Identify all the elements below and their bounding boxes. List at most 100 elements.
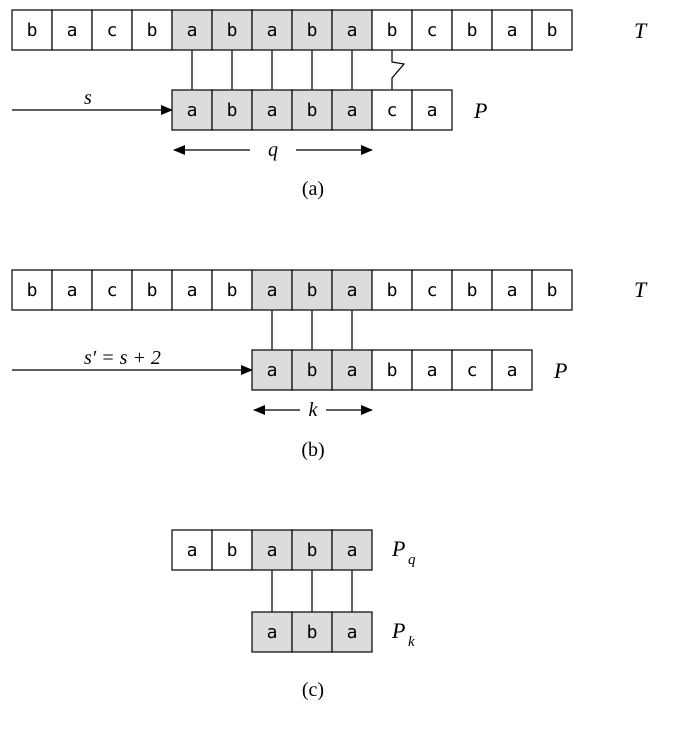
char-value: a [187,20,198,41]
span-label: q [268,139,278,161]
char-cell: a [411,349,453,391]
char-cell: a [171,529,213,571]
char-value: a [427,100,438,121]
char-value: a [267,20,278,41]
char-value: a [347,540,358,561]
pk-subscript: k [408,634,415,650]
text-label: T [634,18,648,43]
char-cell: b [211,9,253,51]
char-cell: a [171,269,213,311]
mismatch-squiggle [391,50,406,90]
char-cell: b [291,269,333,311]
char-value: b [227,280,238,301]
char-cell: c [411,269,453,311]
char-cell: a [331,349,373,391]
char-cell: a [251,529,293,571]
char-value: b [387,280,398,301]
pattern-label: P [553,358,567,383]
char-cell: b [291,89,333,131]
char-value: b [27,20,38,41]
pq-label: P [391,536,405,561]
char-cell: b [291,9,333,51]
char-value: a [187,540,198,561]
char-cell: a [331,611,373,653]
char-value: b [307,280,318,301]
char-value: a [187,100,198,121]
char-cell: b [131,269,173,311]
char-value: b [547,20,558,41]
char-value: a [267,280,278,301]
caption: (a) [302,178,324,200]
char-value: a [347,20,358,41]
char-cell: a [491,269,533,311]
char-cell: b [451,9,493,51]
char-cell: c [411,9,453,51]
char-cell: b [371,9,413,51]
char-cell: b [131,9,173,51]
char-cell: a [411,89,453,131]
char-value: c [467,360,478,381]
char-value: b [387,20,398,41]
char-value: c [427,20,438,41]
char-cell: a [51,9,93,51]
char-value: b [387,360,398,381]
pq-subscript: q [408,552,416,568]
char-cell: c [451,349,493,391]
char-cell: a [251,269,293,311]
caption: (b) [301,439,324,461]
char-cell: b [451,269,493,311]
char-cell: b [371,349,413,391]
char-cell: a [251,349,293,391]
char-cell: a [251,611,293,653]
char-cell: a [51,269,93,311]
char-value: a [347,280,358,301]
char-cell: b [531,9,573,51]
char-cell: b [211,269,253,311]
char-value: a [507,20,518,41]
char-value: b [307,540,318,561]
char-value: a [507,360,518,381]
char-value: a [267,100,278,121]
char-value: b [307,100,318,121]
char-value: a [427,360,438,381]
char-value: b [467,20,478,41]
char-cell: a [171,89,213,131]
char-value: a [187,280,198,301]
match-connectors [271,570,353,612]
char-value: a [347,622,358,643]
char-value: b [547,280,558,301]
char-cell: a [331,269,373,311]
char-value: a [347,100,358,121]
char-value: a [267,622,278,643]
char-value: a [267,540,278,561]
char-value: b [307,20,318,41]
char-value: c [387,100,398,121]
pattern-label: P [473,98,487,123]
char-value: a [267,360,278,381]
char-cell: a [251,89,293,131]
char-cell: a [331,9,373,51]
char-cell: b [291,349,333,391]
char-cell: b [531,269,573,311]
char-value: b [147,20,158,41]
char-value: a [507,280,518,301]
char-cell: b [11,269,53,311]
match-connectors [271,310,353,350]
char-value: a [347,360,358,381]
char-cell: a [171,9,213,51]
char-value: c [107,20,118,41]
span-label: k [309,399,319,421]
char-value: b [307,360,318,381]
char-cell: a [491,9,533,51]
char-value: b [307,622,318,643]
char-value: b [147,280,158,301]
char-cell: b [211,529,253,571]
